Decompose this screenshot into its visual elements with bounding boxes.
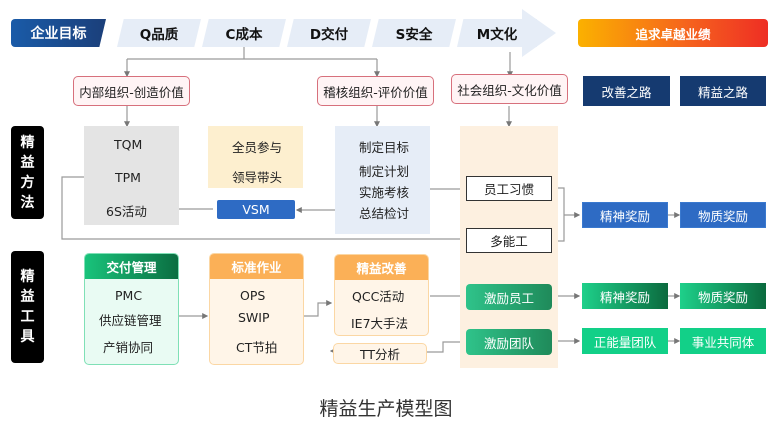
label-char: 益 — [20, 289, 35, 305]
method-6s: 6S活动 — [106, 204, 147, 219]
incentive-staff: 激励员工 — [466, 284, 552, 310]
audit-review: 总结检讨 — [359, 206, 410, 221]
org-internal: 内部组织-创造价值 — [73, 76, 190, 106]
goal-quality: Q品质 — [117, 19, 201, 47]
method-tqm: TQM — [114, 137, 143, 152]
tool-reward-spiritual: 精神奖励 — [582, 283, 668, 309]
reward-career-community: 事业共同体 — [680, 328, 766, 354]
tool-ie7: IE7大手法 — [351, 316, 409, 331]
card-standard-work: 标准作业 — [209, 253, 304, 365]
method-all-staff: 全员参与 — [232, 140, 283, 155]
enterprise-goal-label: 企业目标 — [11, 19, 106, 47]
road-improvement: 改善之路 — [583, 76, 670, 106]
method-tpm: TPM — [115, 170, 141, 185]
lean-methods-label: 精 益 方 法 — [11, 126, 44, 219]
audit-assess: 实施考核 — [359, 185, 410, 200]
culture-multi-skill: 多能工 — [466, 228, 552, 253]
tool-supply-chain: 供应链管理 — [99, 313, 162, 328]
culture-staff-habits: 员工习惯 — [466, 176, 552, 201]
label-char: 工 — [20, 309, 35, 325]
tool-reward-material: 物质奖励 — [680, 283, 766, 309]
panel-audit-methods — [335, 126, 430, 234]
label-char: 具 — [20, 329, 35, 345]
card-title: 精益改善 — [335, 255, 428, 280]
tool-qcc: QCC活动 — [352, 289, 405, 304]
card-delivery-management: 交付管理 — [84, 253, 179, 365]
lean-tools-label: 精 益 工 具 — [11, 251, 44, 363]
label-char: 精 — [20, 134, 35, 151]
reward-material: 物质奖励 — [680, 202, 766, 228]
tool-ops: OPS — [240, 288, 266, 303]
tool-ct: CT节拍 — [236, 340, 278, 355]
vsm-box: VSM — [217, 200, 295, 219]
card-title: 交付管理 — [85, 254, 178, 279]
road-lean: 精益之路 — [680, 76, 766, 106]
card-title: 标准作业 — [210, 254, 303, 279]
label-char: 法 — [20, 194, 35, 211]
label-char: 精 — [20, 269, 35, 285]
goal-arrow-head-icon — [522, 9, 556, 57]
audit-make-plan: 制定计划 — [359, 164, 410, 179]
label-char: 益 — [20, 154, 35, 171]
audit-set-goals: 制定目标 — [359, 140, 410, 155]
panel-internal-methods — [84, 126, 179, 225]
card-lean-improvement: 精益改善 — [334, 254, 429, 336]
reward-positive-team: 正能量团队 — [582, 328, 668, 354]
reward-spiritual: 精神奖励 — [582, 202, 668, 228]
tool-swip: SWIP — [238, 310, 270, 325]
label-char: 方 — [20, 174, 35, 191]
org-audit: 稽核组织-评价价值 — [317, 76, 434, 106]
goal-delivery: D交付 — [287, 19, 371, 47]
org-social: 社会组织-文化价值 — [451, 74, 568, 104]
excellence-banner: 追求卓越业绩 — [578, 19, 768, 47]
goal-safety: S安全 — [372, 19, 456, 47]
incentive-team: 激励团队 — [466, 329, 552, 355]
tool-pmc: PMC — [115, 288, 143, 303]
tool-tt-analysis: TT分析 — [333, 343, 427, 364]
goal-cost: C成本 — [202, 19, 286, 47]
diagram-caption: 精益生产模型图 — [319, 397, 453, 420]
method-leaders: 领导带头 — [232, 170, 283, 185]
tool-prod-sales: 产销协同 — [103, 340, 154, 355]
panel-leadership — [208, 126, 303, 188]
